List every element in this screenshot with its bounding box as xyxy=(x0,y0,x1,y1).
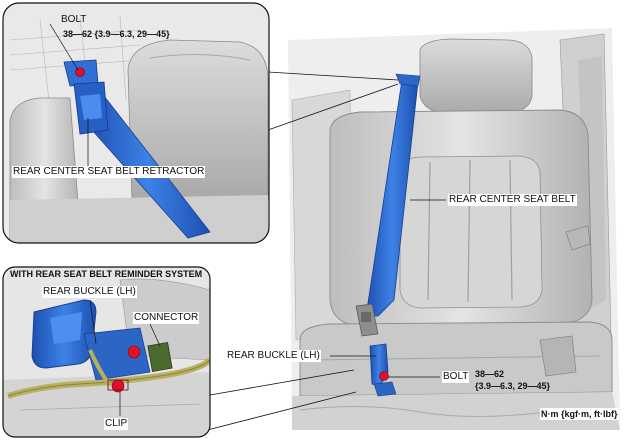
main-buckle-label: REAR BUCKLE (LH) xyxy=(226,350,321,362)
retractor-label: REAR CENTER SEAT BELT RETRACTOR xyxy=(12,166,206,178)
reminder-system-title: WITH REAR SEAT BELT REMINDER SYSTEM xyxy=(10,269,203,279)
inset-connector xyxy=(147,341,173,373)
torque-units-label: N·m {kgf·m, ft·lbf} xyxy=(540,408,619,420)
inset-buckle-label: REAR BUCKLE (LH) xyxy=(42,286,137,298)
bottom-inset xyxy=(2,266,211,438)
main-seat-view xyxy=(288,28,620,430)
connector-label: CONNECTOR xyxy=(133,312,200,324)
top-bolt-torque: 38—62 {3.9—6.3, 29—45} xyxy=(63,29,170,39)
main-bolt-label: BOLT xyxy=(442,371,470,383)
top-inset xyxy=(2,2,270,244)
inset-bolt-marker xyxy=(75,67,85,77)
main-bolt-torque-1: 38—62 xyxy=(475,369,505,379)
main-bolt-marker xyxy=(379,371,389,381)
main-bolt-torque-2: {3.9—6.3, 29—45} xyxy=(475,381,551,391)
clip-label: CLIP xyxy=(104,418,129,430)
center-belt-label: REAR CENTER SEAT BELT xyxy=(448,194,577,206)
top-bolt-label: BOLT xyxy=(61,14,87,25)
